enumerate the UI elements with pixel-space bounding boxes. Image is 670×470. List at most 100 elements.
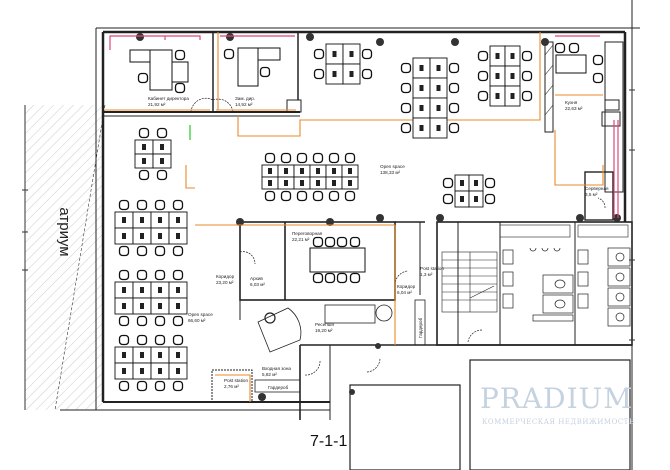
atrium-label: атриум	[56, 207, 73, 256]
room-name: Кабинет директора	[148, 96, 189, 101]
chair	[296, 152, 308, 164]
chair	[154, 380, 166, 392]
room-name: Серверная	[585, 186, 609, 191]
chair	[172, 269, 184, 281]
wardrobe-label-vertical: Гардероб	[418, 317, 423, 338]
furniture	[114, 42, 604, 392]
walls	[22, 0, 640, 470]
watermark-tagline: КОММЕРЧЕСКАЯ НЕДВИЖИМОСТЬ	[482, 418, 634, 426]
room-area: 6,03 м²	[250, 282, 265, 287]
monitor-icon	[332, 180, 336, 186]
room-area: 5,82 м²	[262, 372, 277, 377]
chair	[448, 62, 460, 74]
chair	[484, 193, 496, 205]
monitor-icon	[176, 217, 180, 223]
chair	[264, 152, 276, 164]
chair	[313, 48, 325, 60]
chair	[118, 245, 130, 257]
chair	[592, 54, 604, 66]
monitor-icon	[142, 158, 146, 164]
monitor-icon	[122, 352, 126, 358]
room-area: 3,5 м²	[585, 192, 598, 197]
room-name: Переговорная	[292, 231, 323, 236]
chair	[400, 82, 412, 94]
dimension-lines	[105, 32, 604, 402]
chair	[259, 66, 271, 78]
director-desk	[149, 49, 173, 91]
chair	[156, 169, 168, 181]
monitor-icon	[419, 125, 424, 131]
monitor-icon	[122, 303, 126, 309]
chair	[477, 90, 489, 102]
chair	[136, 334, 148, 346]
monitor-icon	[300, 168, 304, 174]
monitor-icon	[122, 217, 126, 223]
monitor-icon	[122, 287, 126, 293]
monitor-icon	[510, 53, 515, 59]
monitor-icon	[158, 352, 162, 358]
chair	[118, 269, 130, 281]
monitor-icon	[300, 180, 304, 186]
monitor-icon	[349, 51, 354, 57]
chair	[336, 236, 348, 248]
monitor-icon	[495, 73, 500, 79]
monitor-icon	[122, 368, 126, 374]
chair	[312, 272, 324, 284]
chair	[118, 380, 130, 392]
chair	[154, 315, 166, 327]
monitor-icon	[436, 65, 441, 71]
monitor-icon	[158, 303, 162, 309]
restrooms	[502, 247, 631, 327]
room-area: 138,33 м²	[380, 170, 400, 175]
monitor-icon	[348, 180, 352, 186]
chair	[174, 82, 186, 94]
chair	[264, 190, 276, 202]
monitor-icon	[268, 180, 272, 186]
chair	[336, 272, 348, 284]
chair	[312, 236, 324, 248]
monitor-icon	[140, 287, 144, 293]
monitor-icon	[158, 287, 162, 293]
room-area: 14,92 м²	[235, 102, 253, 107]
chair	[361, 68, 373, 80]
room-area: 66,60 м²	[188, 318, 206, 323]
monitor-icon	[176, 303, 180, 309]
watermark-brand: PRADIUM	[480, 382, 633, 415]
chair	[136, 315, 148, 327]
chair	[136, 245, 148, 257]
meeting-table	[309, 247, 366, 273]
chair	[484, 177, 496, 189]
chair	[172, 199, 184, 211]
monitor-icon	[510, 73, 515, 79]
chair	[477, 70, 489, 82]
chair	[296, 190, 308, 202]
monitor-icon	[316, 180, 320, 186]
monitor-icon	[268, 168, 272, 174]
chair	[118, 334, 130, 346]
monitor-icon	[316, 168, 320, 174]
monitor-icon	[160, 144, 164, 150]
monitor-icon	[142, 144, 146, 150]
room-name: Зам. дир.	[235, 96, 255, 101]
monitor-icon	[510, 93, 515, 99]
monitor-icon	[158, 368, 162, 374]
chair	[138, 169, 150, 181]
sheet-label: 7-1-1	[310, 433, 347, 450]
chair	[156, 127, 168, 139]
chair	[172, 380, 184, 392]
chair	[172, 245, 184, 257]
chair	[138, 127, 150, 139]
monitor-icon	[460, 196, 464, 202]
room-area: 23,20 м²	[216, 280, 234, 285]
chair	[136, 269, 148, 281]
monitor-icon	[495, 53, 500, 59]
room-area: 2,76 м²	[224, 384, 239, 389]
monitor-icon	[160, 158, 164, 164]
chair	[154, 245, 166, 257]
monitor-icon	[332, 51, 337, 57]
chair	[521, 70, 533, 82]
room-area: 6,04 м²	[397, 290, 412, 295]
monitor-icon	[419, 85, 424, 91]
chair	[521, 50, 533, 62]
